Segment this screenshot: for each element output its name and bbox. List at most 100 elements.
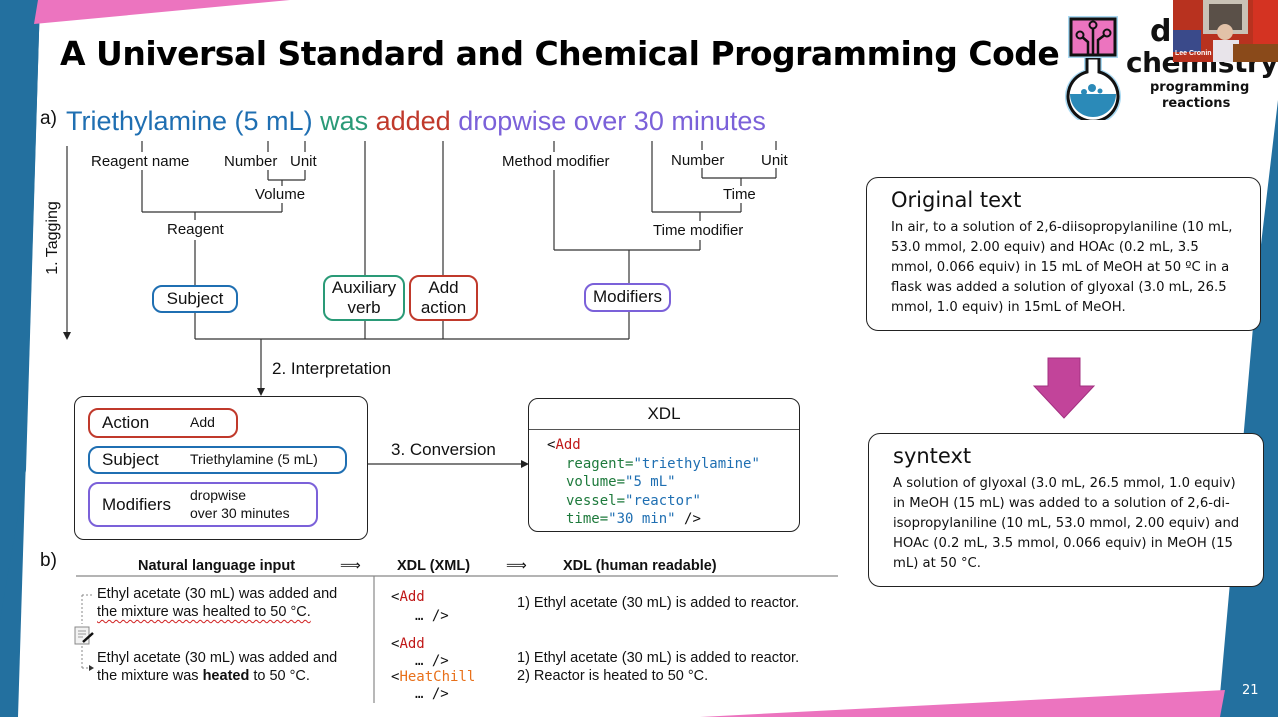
xdl-attr-name: reagent — [566, 455, 626, 472]
parsed-sentence: Triethylamine (5 mL) was added dropwise … — [66, 106, 766, 137]
flask-circuit-icon — [1065, 16, 1121, 120]
tree-label-unit: Unit — [290, 153, 317, 170]
table-row-xml: <Add … /> — [391, 589, 449, 624]
down-arrow-icon — [1032, 357, 1096, 419]
bottom-pink-band — [700, 690, 1225, 717]
table-row-input: Ethyl acetate (30 mL) was added and the … — [97, 649, 337, 685]
xdl-attr-value: "30 min" — [608, 511, 676, 527]
tag-add-action: Add action — [409, 275, 478, 321]
input-line-misspelled: the mixture was healted to 50 °C. — [97, 604, 311, 620]
xdl-attr-value: "5 mL" — [625, 474, 676, 490]
tag-add-label-1: Add — [428, 277, 459, 297]
xdl-title: XDL — [529, 399, 799, 430]
input-text: to 50 °C. — [249, 668, 310, 684]
input-text: the mixture was — [97, 668, 203, 684]
xdl-tag-name: Add — [555, 437, 581, 453]
xdl-code-box: XDL <Add reagent="triethylamine" volume=… — [528, 398, 800, 532]
tree-label-method-modifier: Method modifier — [502, 153, 610, 170]
input-line: Ethyl acetate (30 mL) was added and — [97, 650, 338, 666]
interpretation-box: Action Add Subject Triethylamine (5 mL) … — [74, 396, 368, 540]
original-text-title: Original text — [891, 188, 1022, 212]
sentence-auxiliary: was — [320, 106, 369, 136]
page-number: 21 — [1242, 683, 1259, 698]
original-text-body: In air, to a solution of 2,6-diisopropyl… — [891, 220, 1233, 315]
readable-step: 2) Reactor is heated to 50 °C. — [517, 668, 709, 684]
syntext-box: syntext A solution of glyoxal (3.0 mL, 2… — [868, 433, 1264, 587]
table-header-input: Natural language input — [138, 558, 296, 574]
interp-action-key: Action — [102, 413, 150, 432]
table-row-readable: 1) Ethyl acetate (30 mL) is added to rea… — [517, 595, 800, 611]
left-blue-wedge — [0, 0, 40, 620]
interp-modifiers-value: dropwise over 30 minutes — [190, 487, 290, 522]
step-interpretation-label: 2. Interpretation — [272, 359, 392, 378]
header-arrow-1: ⟹ — [340, 558, 361, 574]
tag-subject-label: Subject — [166, 288, 224, 308]
xdl-attr-name: volume — [566, 474, 617, 490]
table-row-readable: 1) Ethyl acetate (30 mL) is added to rea… — [517, 649, 799, 685]
syntext-title: syntext — [893, 444, 972, 468]
xdl-attr-name: time — [566, 511, 600, 527]
interp-row-action: Action Add — [88, 408, 238, 438]
sentence-subject: Triethylamine (5 mL) — [66, 106, 313, 136]
tree-label-reagent-name: Reagent name — [91, 153, 190, 170]
xml-tag: Add — [399, 636, 425, 652]
xml-tag: Add — [399, 589, 425, 605]
input-line: Ethyl acetate (30 mL) was added and — [97, 586, 338, 602]
edit-document-icon — [74, 626, 94, 645]
input-text-bold: heated — [202, 668, 250, 684]
sentence-modifiers: dropwise over 30 minutes — [458, 106, 766, 136]
webcam-video-overlay: Lee Cronin — [1173, 0, 1278, 62]
interp-modifiers-key: Modifiers — [102, 494, 171, 514]
panel-b-label: b) — [40, 550, 57, 571]
tree-label-time: Time — [723, 186, 756, 203]
tree-label-time-modifier: Time modifier — [653, 222, 744, 239]
tree-label-number: Number — [224, 153, 278, 170]
logo-text-reactions: reactions — [1162, 96, 1231, 111]
input-line-corrected: the mixture was heated to 50 °C. — [97, 667, 337, 685]
table-header-readable: XDL (human readable) — [563, 558, 717, 574]
xdl-attr-value: "reactor" — [625, 492, 701, 509]
xml-tag-rest: … /> — [415, 685, 449, 702]
interp-subject-key: Subject — [102, 450, 159, 469]
interp-modifiers-value-2: over 30 minutes — [190, 504, 290, 521]
tag-auxiliary-label-2: verb — [347, 298, 381, 317]
xdl-tag-open: < — [547, 437, 556, 453]
xdl-code: <Add reagent="triethylamine" volume="5 m… — [547, 437, 760, 527]
tree-label-number-2: Number — [671, 152, 725, 169]
xml-tag-rest: … /> — [415, 652, 449, 669]
interp-row-subject: Subject Triethylamine (5 mL) — [88, 446, 347, 474]
tree-label-volume: Volume — [255, 186, 306, 203]
logo-text-programming: programming — [1150, 80, 1250, 95]
interp-modifiers-value-1: dropwise — [190, 487, 247, 503]
interp-subject-value: Triethylamine (5 mL) — [190, 451, 318, 468]
tag-auxiliary-verb: Auxiliary verb — [323, 275, 405, 321]
top-pink-band — [34, 0, 290, 24]
step-conversion-label: 3. Conversion — [391, 440, 496, 459]
step-tagging-label: 1. Tagging — [44, 201, 61, 275]
interp-row-modifiers: Modifiers dropwise over 30 minutes — [88, 482, 318, 527]
sentence-action: added — [375, 106, 451, 136]
table-row-xml: <Add … /> <HeatChill … /> — [391, 636, 476, 702]
readable-step: 1) Ethyl acetate (30 mL) is added to rea… — [517, 650, 800, 666]
tag-modifiers: Modifiers — [584, 283, 671, 312]
tag-subject: Subject — [152, 285, 238, 313]
tag-add-label-2: action — [420, 298, 467, 317]
xml-tag: HeatChill — [399, 669, 476, 685]
tree-label-unit-2: Unit — [761, 152, 788, 169]
original-text-box: Original text In air, to a solution of 2… — [866, 177, 1261, 331]
xdl-attr-name: vessel — [566, 492, 617, 509]
syntext-body: A solution of glyoxal (3.0 mL, 26.5 mmol… — [893, 476, 1240, 571]
participant-name: Lee Cronin — [1175, 50, 1212, 57]
table-header-xml: XDL (XML) — [397, 558, 471, 574]
slide-title: A Universal Standard and Chemical Progra… — [60, 34, 1060, 73]
tag-auxiliary-label-1: Auxiliary — [331, 277, 397, 297]
xdl-tag-close: /> — [675, 511, 701, 527]
header-arrow-2: ⟹ — [506, 558, 527, 574]
panel-a-label: a) — [40, 108, 57, 129]
tag-modifiers-label: Modifiers — [593, 287, 662, 307]
xml-tag-rest: … /> — [415, 608, 449, 624]
table-row-input: Ethyl acetate (30 mL) was added and the … — [97, 585, 337, 621]
xdl-attr-value: "triethylamine" — [633, 455, 760, 472]
interp-action-value: Add — [190, 414, 215, 431]
tree-label-reagent: Reagent — [167, 221, 224, 238]
